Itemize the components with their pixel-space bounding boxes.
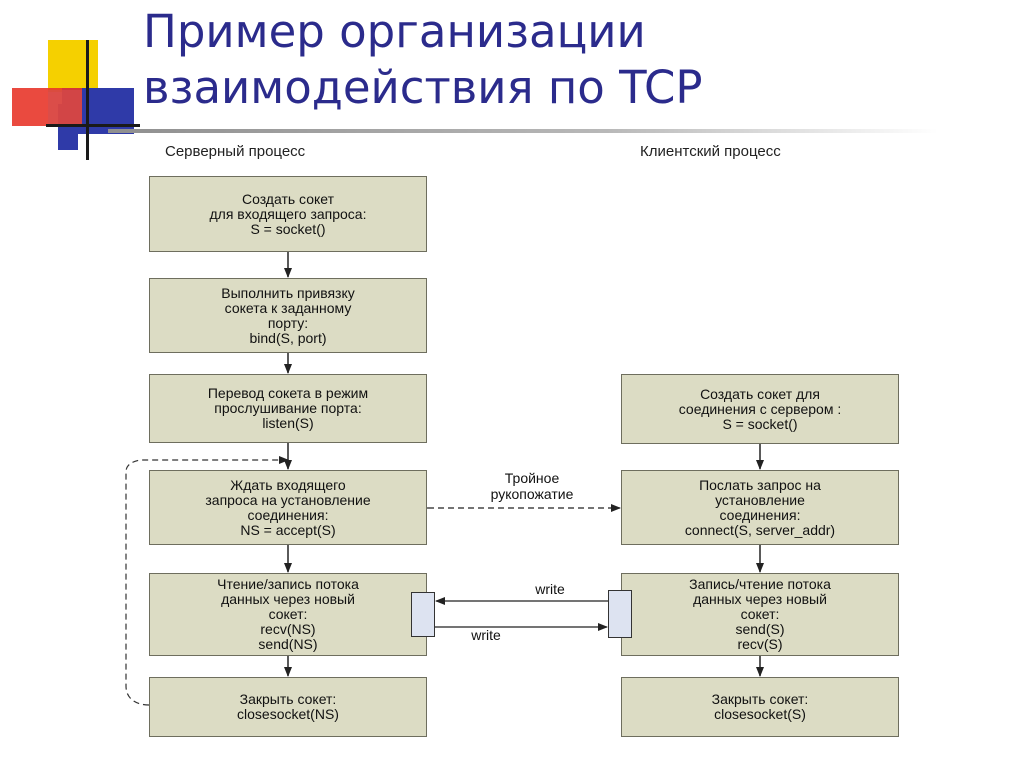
title-divider (108, 129, 938, 133)
handshake-label: Тройное рукопожатие (490, 470, 574, 502)
server-step-read-write: Чтение/запись потока данных через новый … (149, 573, 427, 656)
server-step-close: Закрыть сокет: closesocket(NS) (149, 677, 427, 737)
write-label-to-client: write (471, 627, 501, 643)
server-step-bind: Выполнить привязку сокета к заданному по… (149, 278, 427, 353)
loop-back-dashed-arrow (125, 456, 289, 706)
server-buffer (411, 592, 435, 637)
client-step-create-socket: Создать сокет для соединения с сервером … (621, 374, 899, 444)
client-buffer (608, 590, 632, 638)
server-column-heading: Серверный процесс (165, 143, 306, 160)
decorative-squares-logo (12, 40, 140, 160)
client-step-write-read: Запись/чтение потока данных через новый … (621, 573, 899, 656)
slide-title-line-1: Пример организации (143, 5, 646, 58)
server-step-listen: Перевод сокета в режим прослушивание пор… (149, 374, 427, 443)
write-label-to-server: write (535, 581, 565, 597)
slide-title-line-2: взаимодействия по TCP (143, 61, 703, 114)
server-step-accept: Ждать входящего запроса на установление … (149, 470, 427, 545)
client-column-heading: Клиентский процесс (640, 143, 781, 160)
slide-title: Пример организации взаимодействия по TCP (143, 4, 703, 116)
client-step-connect: Послать запрос на установление соединени… (621, 470, 899, 545)
server-step-create-socket: Создать сокет для входящего запроса: S =… (149, 176, 427, 252)
client-step-close: Закрыть сокет: closesocket(S) (621, 677, 899, 737)
